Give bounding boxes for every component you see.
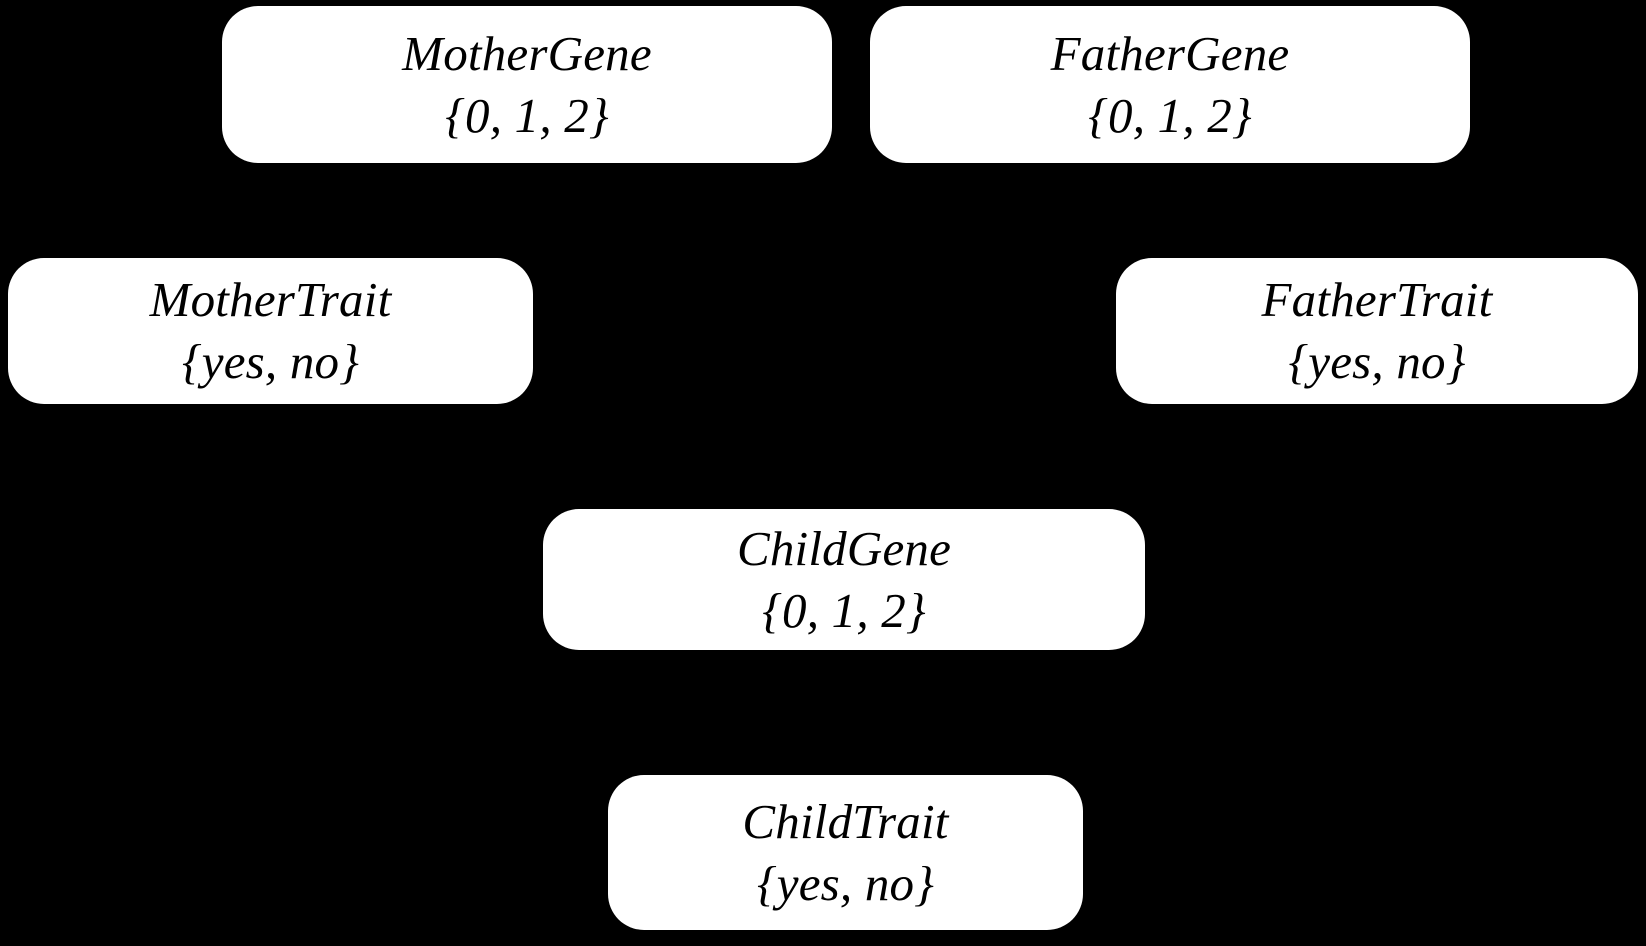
- node-child-gene[interactable]: ChildGene {0, 1, 2}: [543, 509, 1145, 650]
- node-child-gene-label: ChildGene: [736, 520, 952, 576]
- node-mother-trait-label: MotherTrait: [149, 272, 392, 328]
- node-child-trait-domain: {yes, no}: [756, 855, 935, 911]
- node-father-trait-label: FatherTrait: [1261, 272, 1493, 328]
- node-mother-gene-label: MotherGene: [402, 25, 652, 81]
- node-mother-gene[interactable]: MotherGene {0, 1, 2}: [222, 6, 832, 163]
- node-child-trait[interactable]: ChildTrait {yes, no}: [608, 775, 1083, 930]
- node-father-trait[interactable]: FatherTrait {yes, no}: [1116, 258, 1638, 404]
- node-father-gene-domain: {0, 1, 2}: [1088, 87, 1252, 143]
- node-father-gene[interactable]: FatherGene {0, 1, 2}: [870, 6, 1470, 163]
- node-child-trait-label: ChildTrait: [742, 793, 949, 849]
- node-child-gene-domain: {0, 1, 2}: [762, 582, 926, 638]
- node-mother-trait-domain: {yes, no}: [181, 334, 360, 389]
- node-father-trait-domain: {yes, no}: [1288, 334, 1466, 389]
- node-mother-gene-domain: {0, 1, 2}: [445, 87, 609, 143]
- node-mother-trait[interactable]: MotherTrait {yes, no}: [8, 258, 533, 404]
- node-father-gene-label: FatherGene: [1050, 25, 1290, 81]
